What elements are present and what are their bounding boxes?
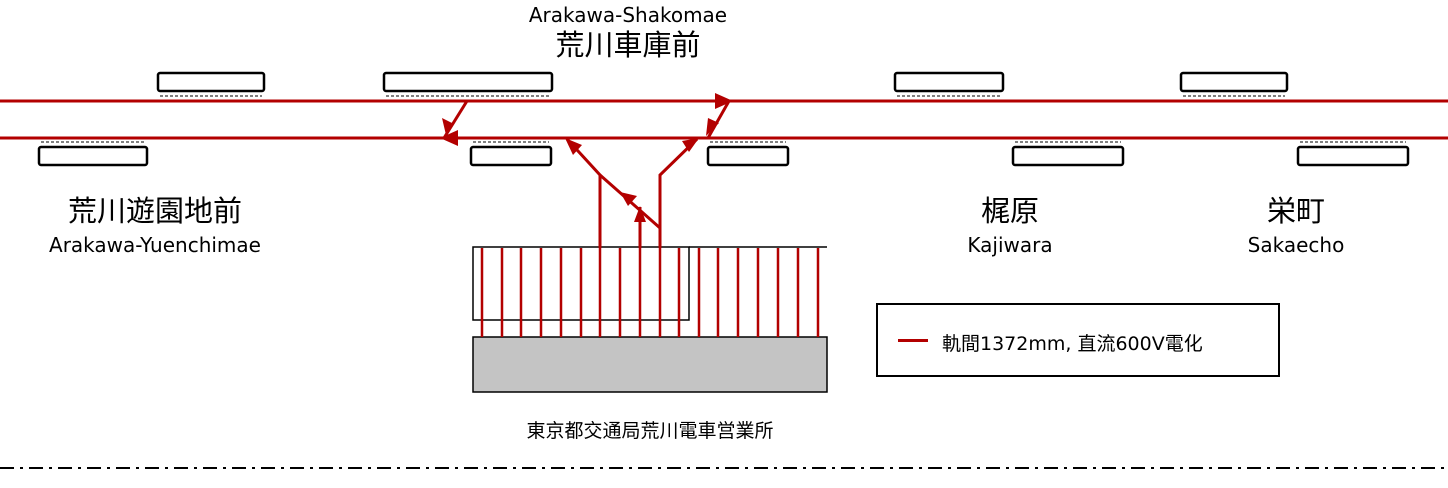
legend: 軌間1372mm, 直流600V電化 (876, 303, 1280, 377)
connection-east (658, 137, 699, 248)
platform (469, 145, 553, 167)
arrow-crossover-west (442, 118, 454, 135)
station-name-en: Kajiwara (967, 233, 1053, 257)
station-name-ja: 栄町 (1266, 194, 1325, 228)
arrow-branch (620, 192, 637, 206)
platform (1179, 71, 1289, 93)
station-name-en: Sakaecho (1247, 233, 1345, 257)
direction-arrows (440, 93, 733, 222)
platform (37, 145, 149, 167)
platform (156, 71, 266, 93)
arrow-lower-left (440, 130, 458, 146)
station-name-en: Arakawa-Yuenchimae (49, 233, 261, 257)
depot-label: 東京都交通局荒川電車営業所 (526, 420, 774, 442)
legend-track-swatch (898, 339, 928, 342)
station-name-ja: 梶原 (980, 194, 1039, 228)
station-name-ja: 荒川車庫前 (555, 28, 701, 62)
depot-building (472, 336, 828, 393)
depot-storage-tracks (480, 248, 820, 337)
platform (706, 145, 790, 167)
platform (1011, 145, 1125, 167)
platforms (37, 71, 1410, 167)
platform (893, 71, 1005, 93)
arrow-upper-right (715, 93, 733, 109)
platform (382, 71, 554, 93)
depot-connection-tracks (442, 100, 731, 248)
crossover-east (706, 100, 731, 139)
station-sakaecho: 栄町 Sakaecho (1226, 194, 1366, 257)
arrow-center (634, 206, 646, 222)
arrow-crossover-east (706, 118, 719, 136)
station-arakawa-yuenchimae: 荒川遊園地前 Arakawa-Yuenchimae (39, 194, 271, 257)
station-name-ja: 荒川遊園地前 (67, 194, 242, 228)
platform (1296, 145, 1410, 167)
arrow-connection-west (565, 138, 582, 155)
connection-west (565, 137, 602, 248)
station-arakawa-shakomae: Arakawa-Shakomae 荒川車庫前 (512, 5, 744, 60)
station-kajiwara: 梶原 Kajiwara (940, 194, 1080, 257)
arrow-connection-east (682, 138, 699, 152)
legend-text: 軌間1372mm, 直流600V電化 (942, 333, 1203, 355)
station-name-en: Arakawa-Shakomae (528, 3, 728, 27)
